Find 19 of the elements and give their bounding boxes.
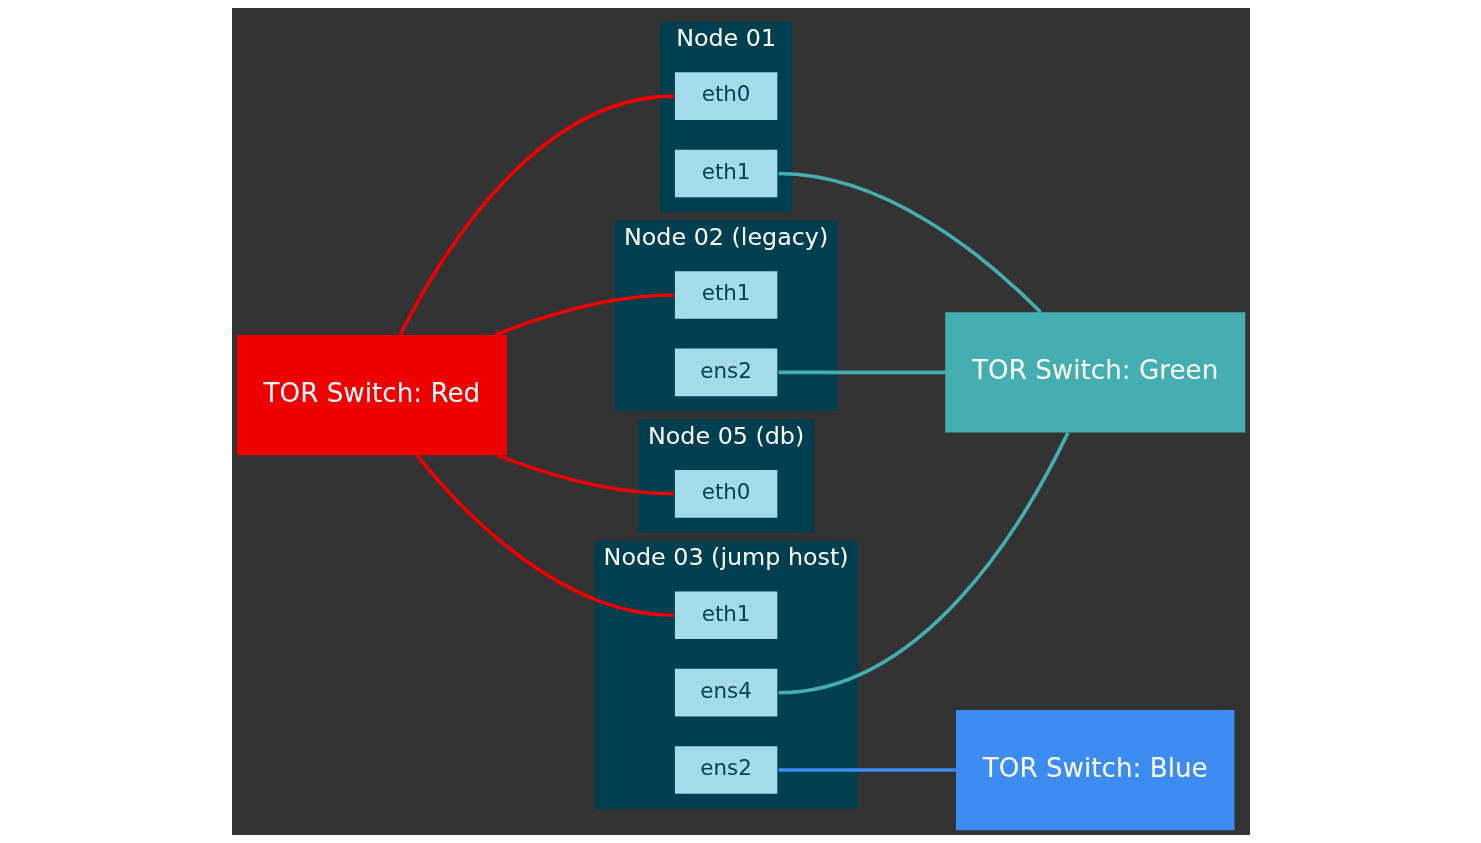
node-box: eth0 xyxy=(674,72,777,120)
node-box: TOR Switch: Green xyxy=(944,312,1245,433)
node-box: ens2 xyxy=(674,746,777,794)
node-box: eth1 xyxy=(674,149,777,198)
connector xyxy=(777,431,1070,695)
node-box: TOR Switch: Red xyxy=(236,334,507,456)
node-box: ens2 xyxy=(674,348,777,397)
connector xyxy=(414,454,674,618)
node-box: eth1 xyxy=(674,591,777,640)
connector xyxy=(777,171,1042,314)
connector xyxy=(778,370,945,375)
connector xyxy=(495,453,674,496)
node-box: eth1 xyxy=(674,271,777,319)
connector xyxy=(398,94,674,336)
connector xyxy=(494,293,674,337)
connector xyxy=(778,768,956,772)
node-box: TOR Switch: Blue xyxy=(955,709,1234,831)
node-box: ens4 xyxy=(674,668,777,717)
node-box: eth0 xyxy=(674,470,777,518)
